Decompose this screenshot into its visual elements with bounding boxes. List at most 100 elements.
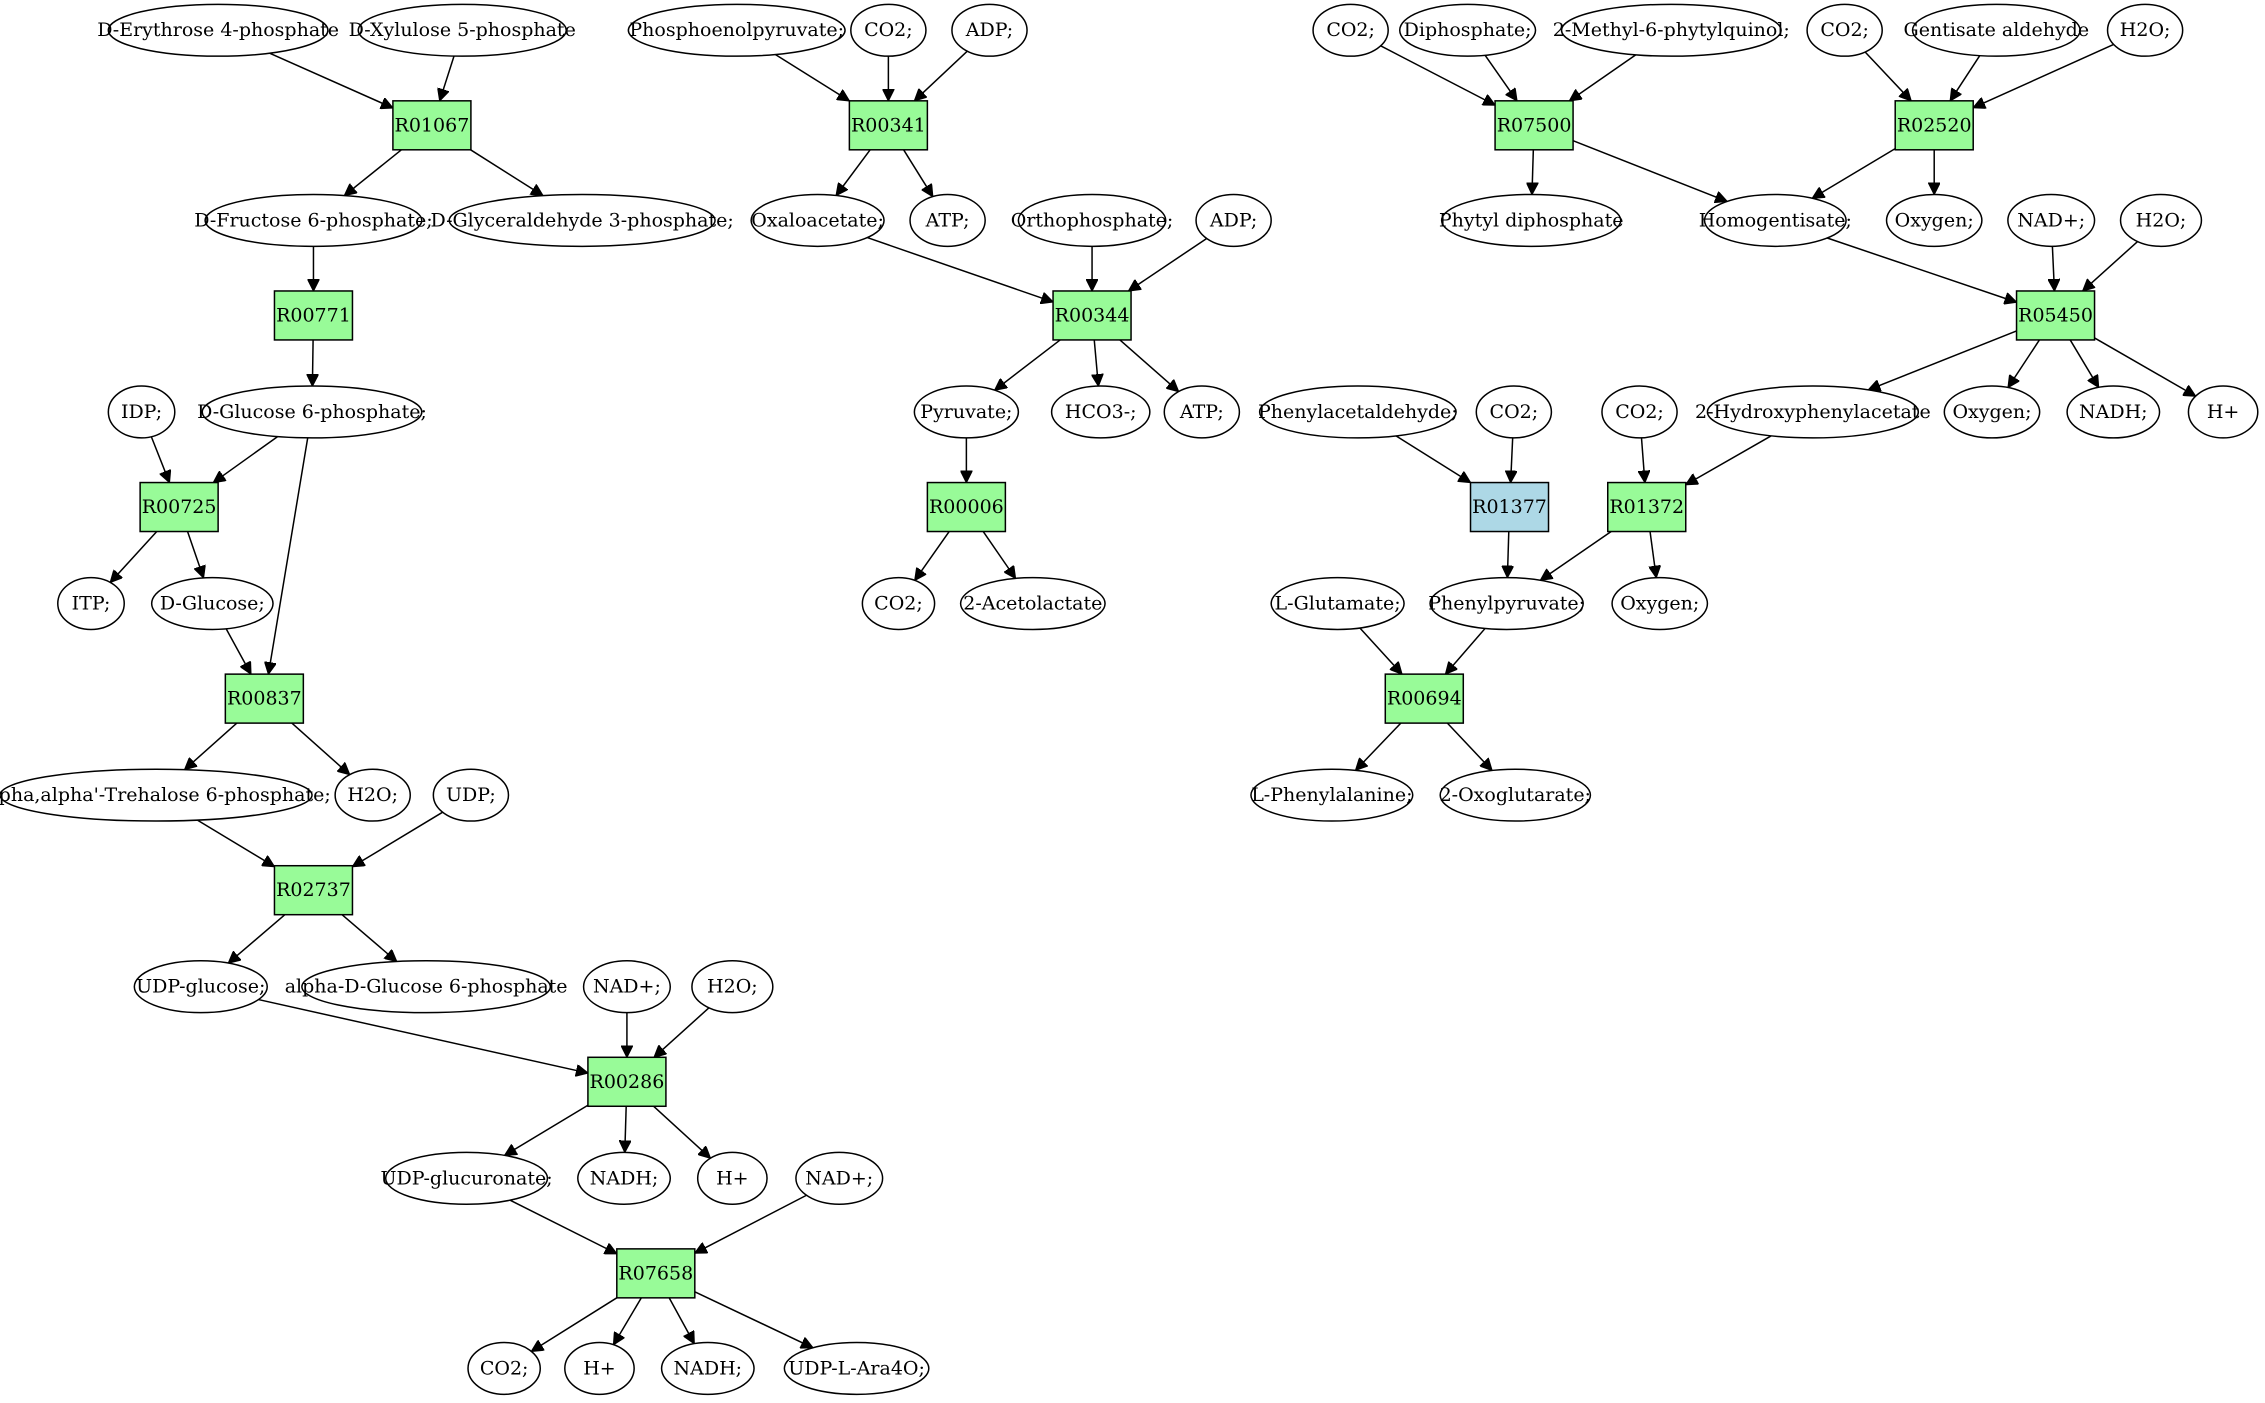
compound-node-c_acl[interactable]: 2-Acetolactate bbox=[959, 576, 1106, 631]
compound-node-c_idp[interactable]: IDP; bbox=[107, 385, 176, 439]
node-label: D-Glucose 6-phosphate; bbox=[197, 401, 427, 423]
compound-node-c_h2o_2[interactable]: H2O; bbox=[691, 960, 774, 1014]
node-label: H2O; bbox=[707, 976, 758, 998]
compound-node-c_co2_6[interactable]: CO2; bbox=[1475, 385, 1553, 439]
reaction-node-r_R02520[interactable]: R02520 bbox=[1894, 100, 1974, 151]
edge-r_R00344-to-c_hco3 bbox=[1094, 339, 1098, 386]
compound-node-c_glu[interactable]: L-Glutamate; bbox=[1270, 576, 1405, 631]
compound-node-c_o2_3[interactable]: Oxygen; bbox=[1611, 576, 1709, 631]
compound-node-c_gald[interactable]: Gentisate aldehyde bbox=[1904, 3, 2090, 57]
compound-node-c_o2_2[interactable]: Oxygen; bbox=[1943, 385, 2041, 439]
compound-node-c_mpq[interactable]: 2-Methyl-6-phytylquinol; bbox=[1553, 3, 1790, 57]
compound-node-c_e4p[interactable]: D-Erythrose 4-phosphate bbox=[97, 3, 339, 57]
compound-ellipse bbox=[107, 385, 176, 439]
compound-node-c_co2_1[interactable]: CO2; bbox=[467, 1341, 541, 1396]
compound-node-c_hco3[interactable]: HCO3-; bbox=[1050, 385, 1151, 439]
compound-node-c_h2o_1[interactable]: H2O; bbox=[334, 768, 411, 822]
compound-node-c_phpyr[interactable]: Phenylpyruvate; bbox=[1428, 576, 1585, 631]
compound-node-c_phald[interactable]: Phenylacetaldehyde; bbox=[1258, 385, 1458, 439]
compound-node-c_h2o_3[interactable]: H2O; bbox=[2106, 3, 2184, 57]
compound-node-c_2og[interactable]: 2-Oxoglutarate; bbox=[1439, 768, 1592, 822]
reaction-node-r_R00286[interactable]: R00286 bbox=[587, 1056, 667, 1108]
reaction-box bbox=[1469, 481, 1550, 533]
reaction-node-r_R00006[interactable]: R00006 bbox=[926, 481, 1007, 533]
compound-ellipse bbox=[1560, 3, 1782, 57]
reaction-node-r_R01067[interactable]: R01067 bbox=[392, 100, 472, 151]
compound-node-c_co2_3[interactable]: CO2; bbox=[861, 576, 936, 631]
reaction-box bbox=[139, 481, 219, 533]
compound-node-c_atp_2[interactable]: ATP; bbox=[1163, 385, 1241, 439]
compound-ellipse bbox=[1440, 193, 1622, 248]
compound-node-c_nadh_2[interactable]: NADH; bbox=[660, 1341, 755, 1396]
compound-node-c_phytpp[interactable]: Phytyl diphosphate bbox=[1439, 193, 1624, 248]
edge-r_R07500-to-c_phytpp bbox=[1532, 149, 1533, 195]
compound-node-c_adp_2[interactable]: ADP; bbox=[1195, 193, 1272, 248]
compound-node-c_x5p[interactable]: D-Xylulose 5-phosphate bbox=[349, 3, 576, 57]
reaction-node-r_R00837[interactable]: R00837 bbox=[224, 673, 305, 724]
compound-node-c_udpglcur[interactable]: UDP-glucuronate; bbox=[381, 1151, 553, 1205]
compound-node-c_o2_1[interactable]: Oxygen; bbox=[1885, 193, 1983, 248]
compound-node-c_tre6p[interactable]: alpha,alpha'-Trehalose 6-phosphate; bbox=[0, 768, 331, 822]
compound-node-c_nad_1[interactable]: NAD+; bbox=[582, 960, 672, 1014]
compound-node-c_adp_1[interactable]: ADP; bbox=[951, 3, 1028, 57]
compound-node-c_g3p[interactable]: D-Glyceraldehyde 3-phosphate; bbox=[430, 193, 734, 248]
node-label: L-Glutamate; bbox=[1275, 593, 1401, 615]
compound-node-c_co2_7[interactable]: CO2; bbox=[1601, 385, 1678, 439]
compound-node-c_h2o_4[interactable]: H2O; bbox=[2119, 193, 2203, 248]
node-label: alpha-D-Glucose 6-phosphate bbox=[285, 976, 568, 998]
compound-node-c_udp[interactable]: UDP; bbox=[432, 768, 510, 822]
edge-r_R00286-to-c_h_1 bbox=[653, 1105, 711, 1158]
compound-node-c_pep[interactable]: Phosphoenolpyruvate; bbox=[627, 3, 846, 57]
reaction-node-r_R02737[interactable]: R02737 bbox=[273, 864, 354, 916]
edge-c_co2_7-to-r_R01372 bbox=[1641, 437, 1644, 483]
compound-node-c_phe[interactable]: L-Phenylalanine; bbox=[1250, 768, 1414, 822]
compound-node-c_nad_3[interactable]: NAD+; bbox=[2007, 193, 2096, 248]
compound-node-c_atp_1[interactable]: ATP; bbox=[909, 193, 986, 248]
reaction-node-r_R01372[interactable]: R01372 bbox=[1606, 481, 1687, 533]
compound-ellipse bbox=[1250, 768, 1414, 822]
reaction-node-r_R00725[interactable]: R00725 bbox=[139, 481, 219, 533]
reaction-node-r_R00341[interactable]: R00341 bbox=[848, 100, 929, 151]
edge-r_R07658-to-c_udpara bbox=[694, 1291, 813, 1348]
compound-node-c_ppi[interactable]: Diphosphate; bbox=[1398, 3, 1537, 57]
node-label: H2O; bbox=[2136, 209, 2187, 231]
compound-node-c_h_3[interactable]: H+ bbox=[2187, 385, 2259, 439]
compound-node-c_f6p[interactable]: D-Fructose 6-phosphate; bbox=[194, 193, 433, 248]
compound-node-c_nad_2[interactable]: NAD+; bbox=[795, 1151, 884, 1205]
compound-node-c_nadh_3[interactable]: NADH; bbox=[2066, 385, 2161, 439]
compound-ellipse bbox=[432, 768, 510, 822]
reaction-node-r_R00771[interactable]: R00771 bbox=[273, 290, 354, 341]
compound-node-c_udpglc[interactable]: UDP-glucose; bbox=[133, 960, 268, 1014]
compound-node-c_g6p[interactable]: D-Glucose 6-phosphate; bbox=[197, 385, 427, 439]
reaction-node-r_R07658[interactable]: R07658 bbox=[616, 1248, 696, 1299]
compound-node-c_h_1[interactable]: H+ bbox=[696, 1151, 768, 1205]
reaction-node-r_R05450[interactable]: R05450 bbox=[2015, 290, 2096, 341]
compound-node-c_co2_2[interactable]: CO2; bbox=[850, 3, 927, 57]
compound-node-c_h_2[interactable]: H+ bbox=[564, 1341, 635, 1396]
compound-node-c_co2_5[interactable]: CO2; bbox=[1806, 3, 1883, 57]
reaction-node-r_R00694[interactable]: R00694 bbox=[1384, 673, 1465, 724]
compound-node-c_udpara[interactable]: UDP-L-Ara4O; bbox=[783, 1341, 930, 1396]
compound-node-c_nadh_1[interactable]: NADH; bbox=[577, 1151, 672, 1205]
compound-node-c_itp[interactable]: ITP; bbox=[57, 576, 125, 631]
compound-ellipse bbox=[2007, 193, 2096, 248]
node-label: UDP; bbox=[446, 784, 496, 806]
compound-node-c_hga[interactable]: Homogentisate; bbox=[1699, 193, 1852, 248]
compound-node-c_glc[interactable]: D-Glucose; bbox=[150, 576, 274, 631]
compound-ellipse bbox=[959, 576, 1106, 631]
compound-node-c_ag6p[interactable]: alpha-D-Glucose 6-phosphate bbox=[285, 960, 568, 1014]
reaction-node-r_R01377[interactable]: R01377 bbox=[1469, 481, 1550, 533]
node-label: H2O; bbox=[2120, 19, 2171, 41]
compound-ellipse bbox=[467, 1341, 541, 1396]
compound-ellipse bbox=[850, 3, 927, 57]
reaction-node-r_R07500[interactable]: R07500 bbox=[1494, 100, 1574, 151]
reaction-node-r_R00344[interactable]: R00344 bbox=[1052, 290, 1132, 341]
compound-node-c_pyr[interactable]: Pyruvate; bbox=[913, 385, 1020, 439]
node-label: IDP; bbox=[121, 401, 162, 423]
compound-node-c_co2_4[interactable]: CO2; bbox=[1312, 3, 1389, 57]
compound-node-c_oaa[interactable]: Oxaloacetate; bbox=[750, 193, 885, 248]
compound-node-c_2hpa[interactable]: 2-Hydroxyphenylacetate bbox=[1695, 385, 1931, 439]
compound-node-c_pi[interactable]: Orthophosphate; bbox=[1011, 193, 1174, 248]
